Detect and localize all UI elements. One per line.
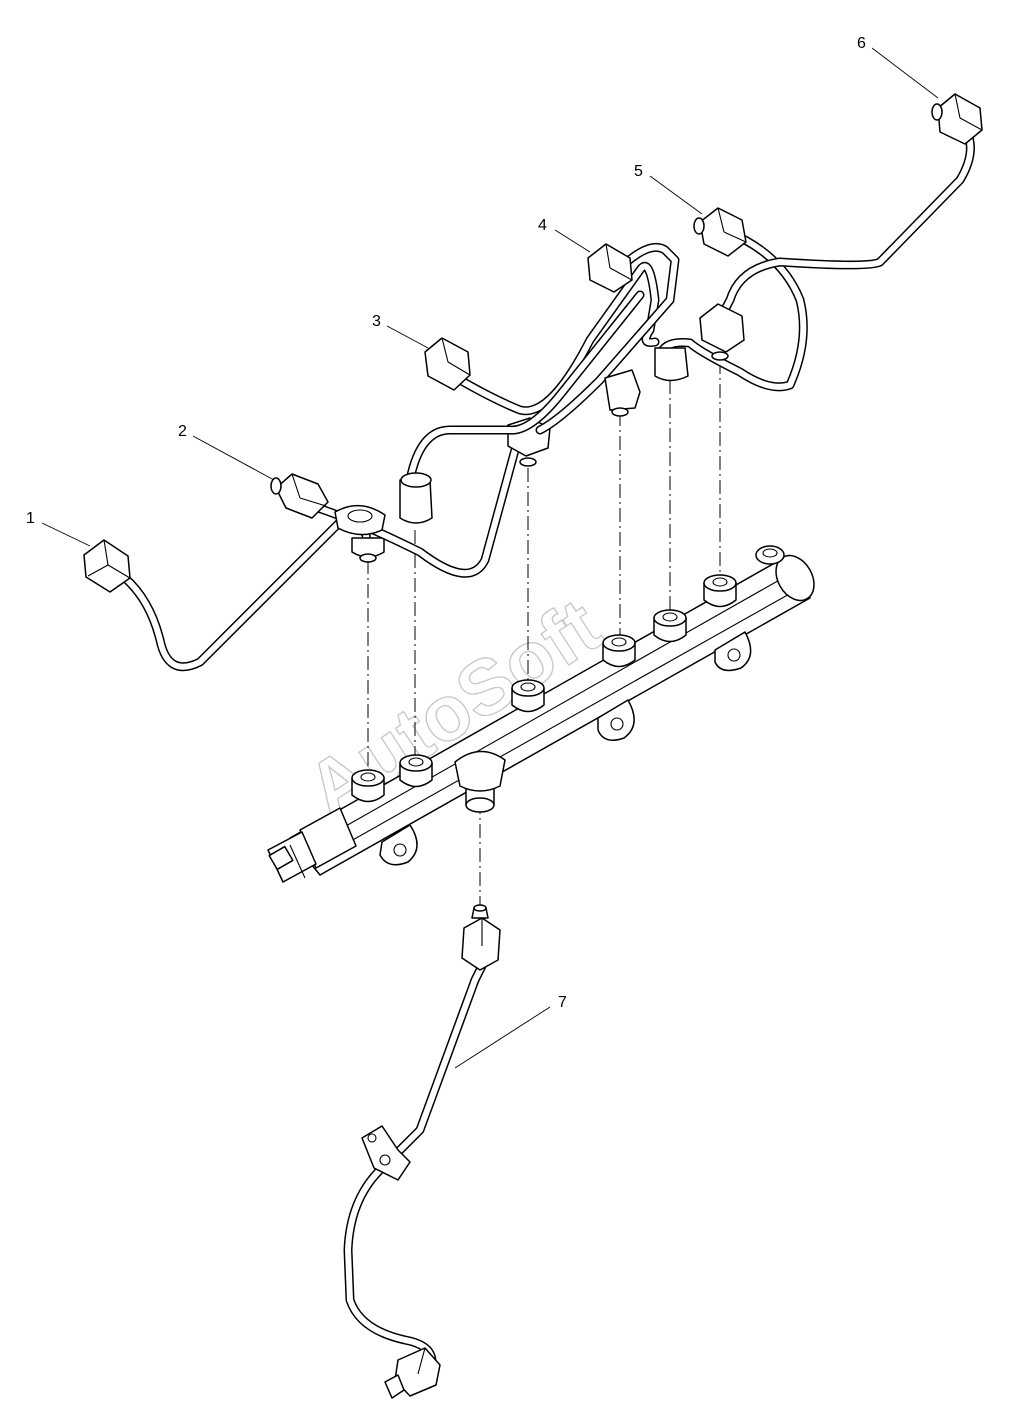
assembly-lines <box>367 360 721 912</box>
rail-outlets <box>351 574 737 803</box>
injection-pipe-1 <box>83 514 385 672</box>
callout-7: 7 <box>558 994 567 1011</box>
callout-2: 2 <box>178 423 187 440</box>
callout-labels: 1 2 3 4 5 6 7 <box>26 35 866 1011</box>
callout-3: 3 <box>372 313 381 330</box>
supply-pipe-7 <box>343 904 501 1399</box>
callout-1: 1 <box>26 510 35 527</box>
injection-pipe-5 <box>654 207 808 392</box>
callout-5: 5 <box>634 163 643 180</box>
injection-pipe-4 <box>399 242 680 524</box>
injection-pipe-6 <box>699 93 983 361</box>
callout-6: 6 <box>857 35 866 52</box>
callout-4: 4 <box>538 217 547 234</box>
callout-leaders <box>41 47 939 1069</box>
fuel-rail <box>267 545 815 883</box>
